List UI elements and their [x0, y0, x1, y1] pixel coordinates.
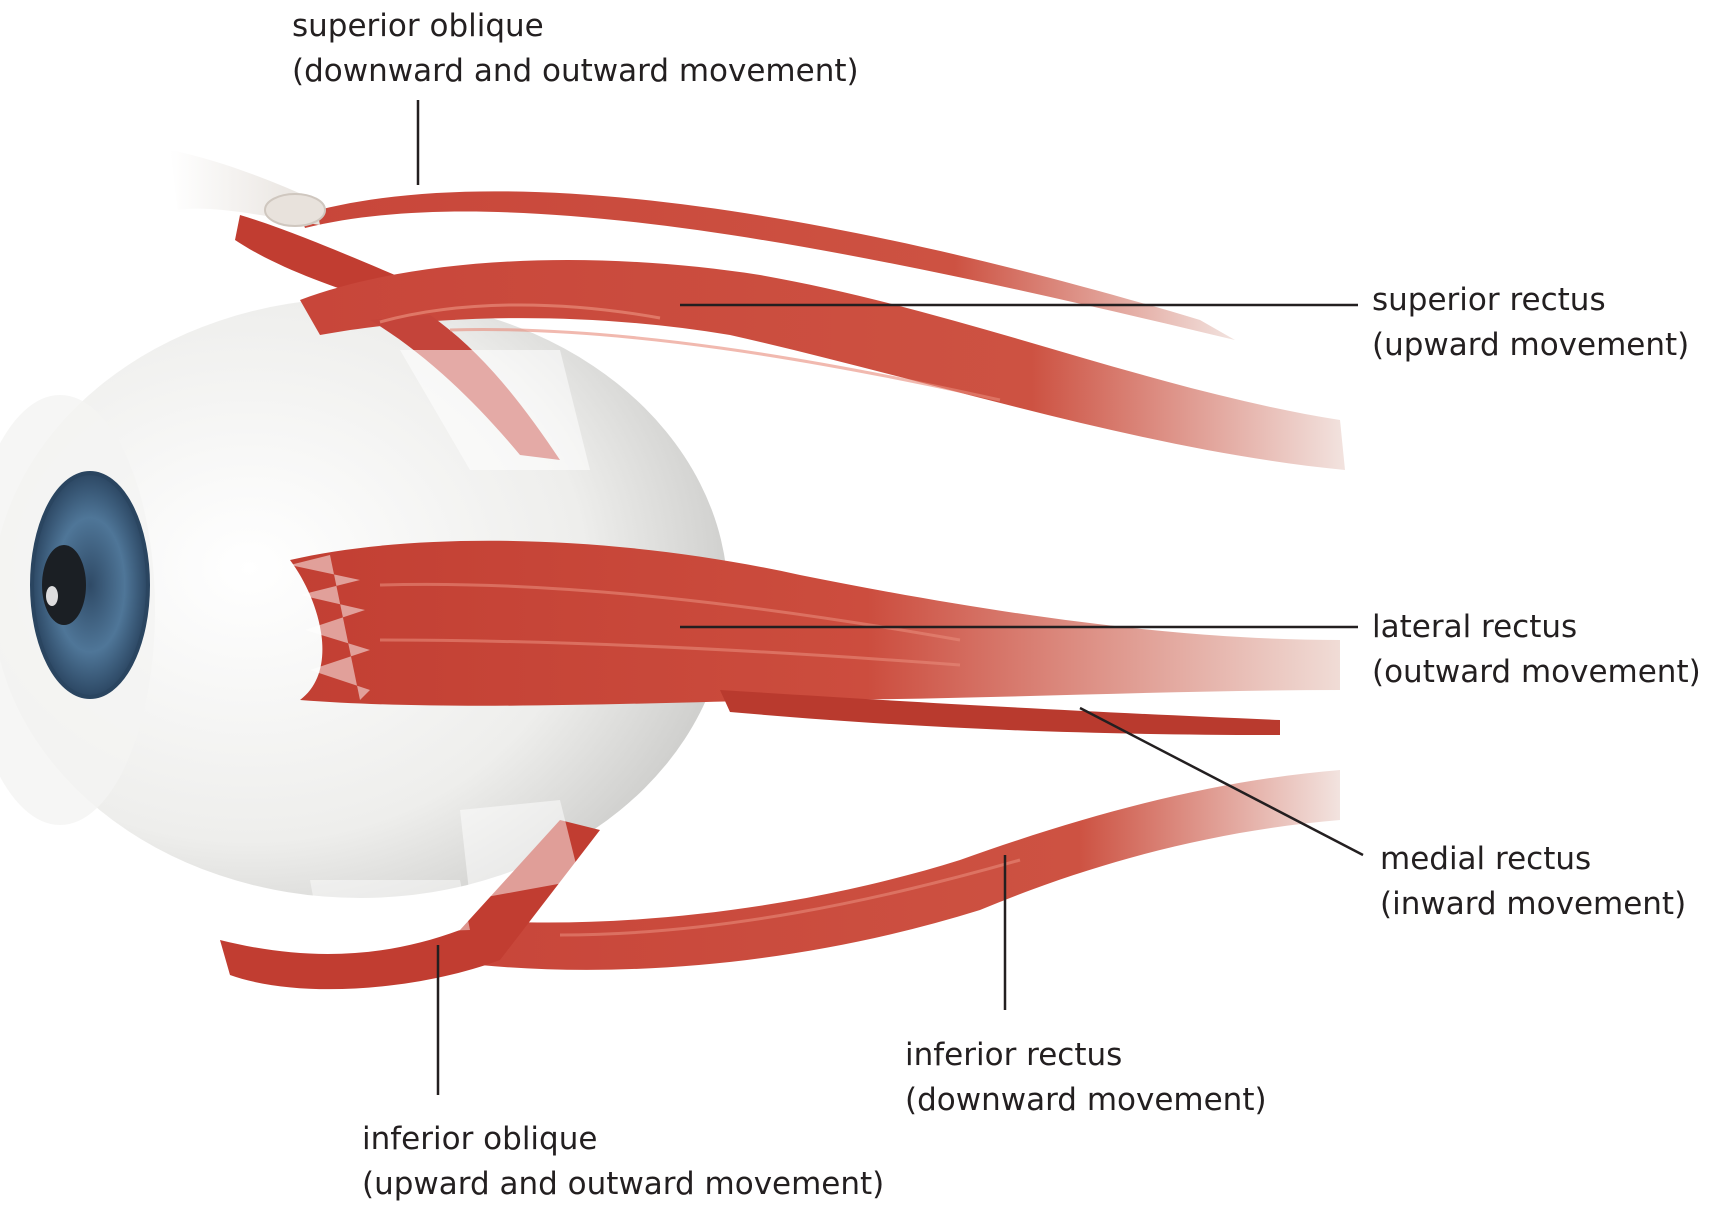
inferior-rectus-label: inferior rectus (downward movement) [905, 1033, 1267, 1123]
superior-rectus-label: superior rectus (upward movement) [1372, 278, 1689, 368]
medial-rectus-label: medial rectus (inward movement) [1380, 837, 1686, 927]
superior-oblique-action: (downward and outward movement) [292, 49, 859, 94]
trochlea [265, 194, 325, 226]
lateral-rectus-name: lateral rectus [1372, 605, 1701, 650]
medial-rectus-name: medial rectus [1380, 837, 1686, 882]
lateral-rectus-muscle [290, 541, 1340, 706]
lateral-rectus-action: (outward movement) [1372, 650, 1701, 695]
inferior-oblique-name: inferior oblique [362, 1117, 884, 1162]
superior-rectus-muscle [300, 260, 1345, 470]
medial-rectus-action: (inward movement) [1380, 882, 1686, 927]
pupil [42, 545, 86, 625]
inferior-oblique-label: inferior oblique (upward and outward mov… [362, 1117, 884, 1207]
inferior-rectus-action: (downward movement) [905, 1078, 1267, 1123]
inferior-rectus-name: inferior rectus [905, 1033, 1267, 1078]
superior-rectus-action: (upward movement) [1372, 323, 1689, 368]
inferior-oblique-action: (upward and outward movement) [362, 1162, 884, 1207]
lateral-rectus-label: lateral rectus (outward movement) [1372, 605, 1701, 695]
iris [32, 473, 148, 697]
superior-oblique-label: superior oblique (downward and outward m… [292, 4, 859, 94]
superior-rectus-name: superior rectus [1372, 278, 1689, 323]
superior-oblique-name: superior oblique [292, 4, 859, 49]
